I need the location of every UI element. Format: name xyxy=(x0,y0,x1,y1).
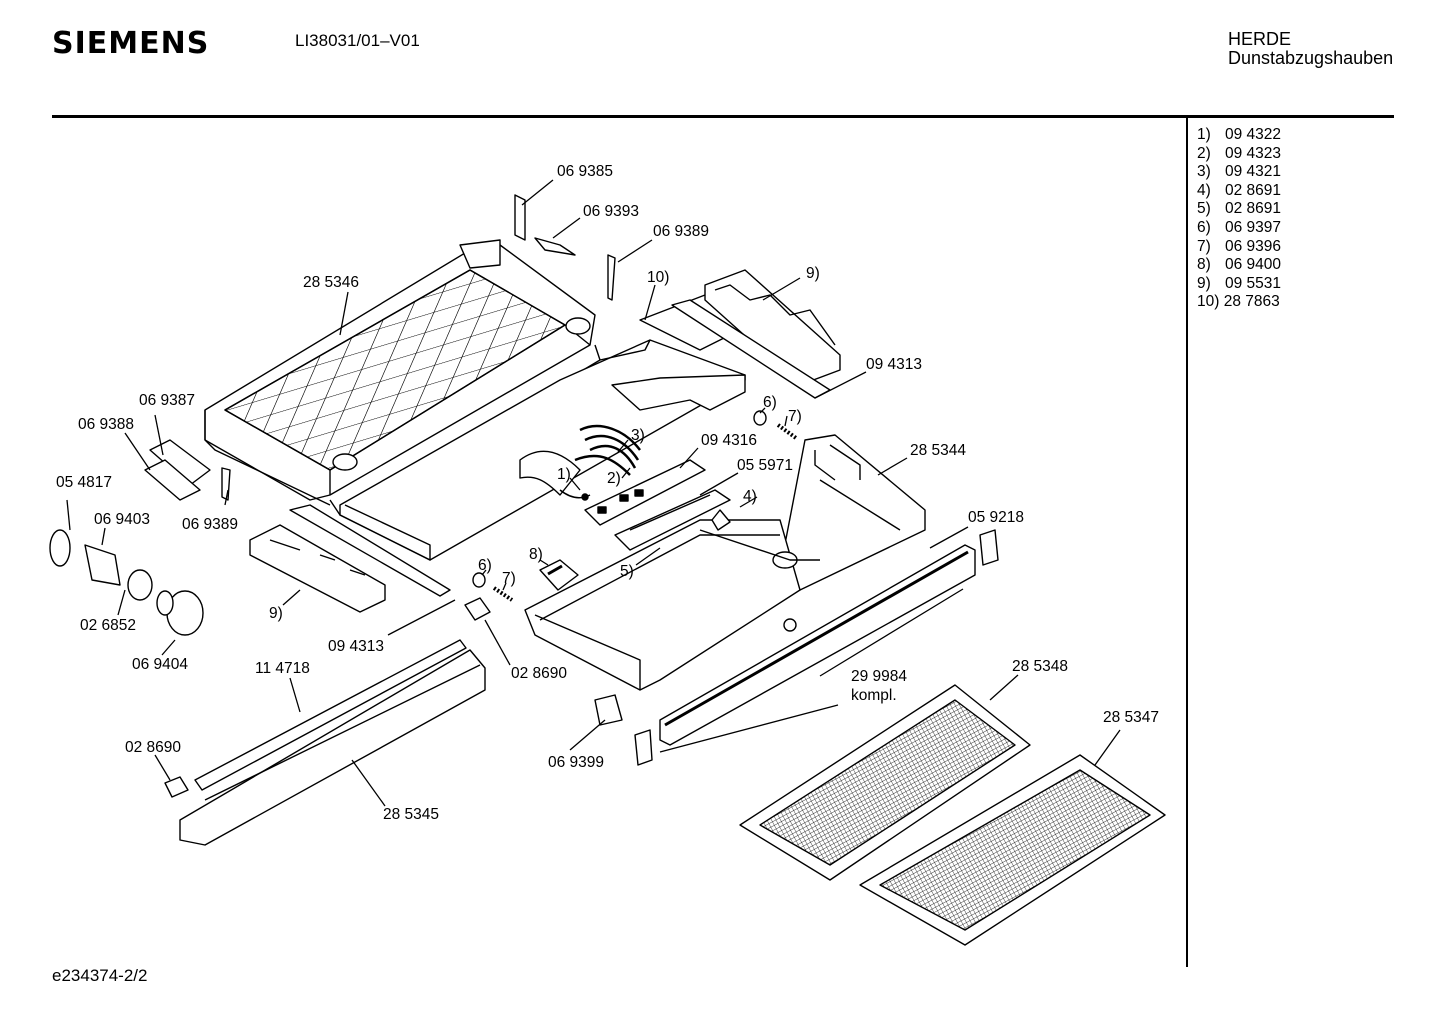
legend-row: 5)02 8691 xyxy=(1197,200,1282,218)
mesh-filter-285348 xyxy=(739,684,1031,881)
legend-row: 6)06 9397 xyxy=(1197,218,1282,236)
left-small-parts xyxy=(144,194,616,501)
brand-logo: SIEMENS xyxy=(52,26,210,61)
callout-8: 8) xyxy=(529,546,543,563)
callout-054817: 05 4817 xyxy=(56,474,113,491)
callout-6-bottom: 6) xyxy=(478,557,492,574)
callout-2: 2) xyxy=(607,470,621,487)
mesh-filter-285347 xyxy=(859,754,1166,946)
callout-10: 10) xyxy=(647,269,670,286)
callout-299984: 29 9984 xyxy=(851,668,908,685)
callout-094313-top: 09 4313 xyxy=(866,356,923,373)
legend-row: 3)09 4321 xyxy=(1197,163,1282,181)
header-rule xyxy=(52,115,1394,118)
bracket-strip-9-left xyxy=(249,504,451,613)
hood-frame-285346 xyxy=(204,239,601,516)
callout-6-top: 6) xyxy=(763,394,777,411)
legend-row: 8)06 9400 xyxy=(1197,256,1282,274)
callout-069385: 06 9385 xyxy=(557,163,614,180)
callout-094313-left: 09 4313 xyxy=(328,638,385,655)
legend-row: 7)06 9396 xyxy=(1197,237,1282,255)
callout-069389-left: 06 9389 xyxy=(182,516,239,533)
legend-row: 4)02 8691 xyxy=(1197,181,1282,199)
callout-028690-center: 02 8690 xyxy=(511,665,568,682)
springs-and-caps xyxy=(472,410,798,602)
legend-row: 1)09 4322 xyxy=(1197,126,1282,143)
model-number: LI38031/01–V01 xyxy=(295,31,420,50)
callout-285347: 28 5347 xyxy=(1103,709,1160,726)
legend-row: 2)09 4323 xyxy=(1197,144,1282,162)
callout-069388: 06 9388 xyxy=(78,416,135,433)
callout-069399: 06 9399 xyxy=(548,754,605,771)
wiring-harness xyxy=(519,424,641,501)
callout-299984-kompl: kompl. xyxy=(851,687,897,704)
category-title: HERDE xyxy=(1228,29,1292,49)
callout-9-top: 9) xyxy=(806,265,820,282)
connector-069399 xyxy=(594,694,623,726)
callout-285348: 28 5348 xyxy=(1012,658,1069,675)
callout-069389-top: 06 9389 xyxy=(653,223,710,240)
legend-row: 9)09 5531 xyxy=(1197,274,1282,292)
callout-094316: 09 4316 xyxy=(701,432,758,449)
rocker-switch-8 xyxy=(539,559,579,591)
control-tray xyxy=(524,519,820,691)
callout-5: 5) xyxy=(620,563,634,580)
callout-055971: 05 5971 xyxy=(737,457,794,474)
lamp-holder-assembly xyxy=(49,529,204,636)
legend-row: 10) 28 7863 xyxy=(1197,293,1280,311)
switch-panel-055971 xyxy=(614,489,731,551)
callout-285345: 28 5345 xyxy=(383,806,440,823)
circuit-board-094316 xyxy=(584,459,706,526)
lamp-tube-and-reflector xyxy=(164,639,486,846)
callout-028690-left: 02 8690 xyxy=(125,739,182,756)
callout-069387: 06 9387 xyxy=(139,392,196,409)
subcategory-title: Dunstabzugshauben xyxy=(1228,48,1394,68)
parts-legend: 1)09 4322 2)09 4323 3)09 4321 4)02 8691 … xyxy=(1197,126,1281,312)
callout-7-bottom: 7) xyxy=(502,570,516,587)
callout-069404: 06 9404 xyxy=(132,656,189,673)
callout-059218: 05 9218 xyxy=(968,509,1025,526)
callout-285344: 28 5344 xyxy=(910,442,967,459)
callout-069393: 06 9393 xyxy=(583,203,640,220)
callout-9-left: 9) xyxy=(269,605,283,622)
drawing-id: e234374-2/2 xyxy=(52,966,148,985)
callout-7-top: 7) xyxy=(788,408,802,425)
callout-069403: 06 9403 xyxy=(94,511,151,528)
callout-285346: 28 5346 xyxy=(303,274,360,291)
callout-4: 4) xyxy=(743,488,757,505)
callout-1: 1) xyxy=(557,466,571,483)
housing-285344 xyxy=(779,434,926,591)
callout-3: 3) xyxy=(631,427,645,444)
clip-028690-center xyxy=(464,597,491,621)
legend-divider xyxy=(1186,117,1188,967)
callout-114718: 11 4718 xyxy=(255,660,310,677)
front-trim-299984 xyxy=(634,529,999,766)
callout-026852: 02 6852 xyxy=(80,617,137,634)
leader-lines xyxy=(66,179,1121,807)
